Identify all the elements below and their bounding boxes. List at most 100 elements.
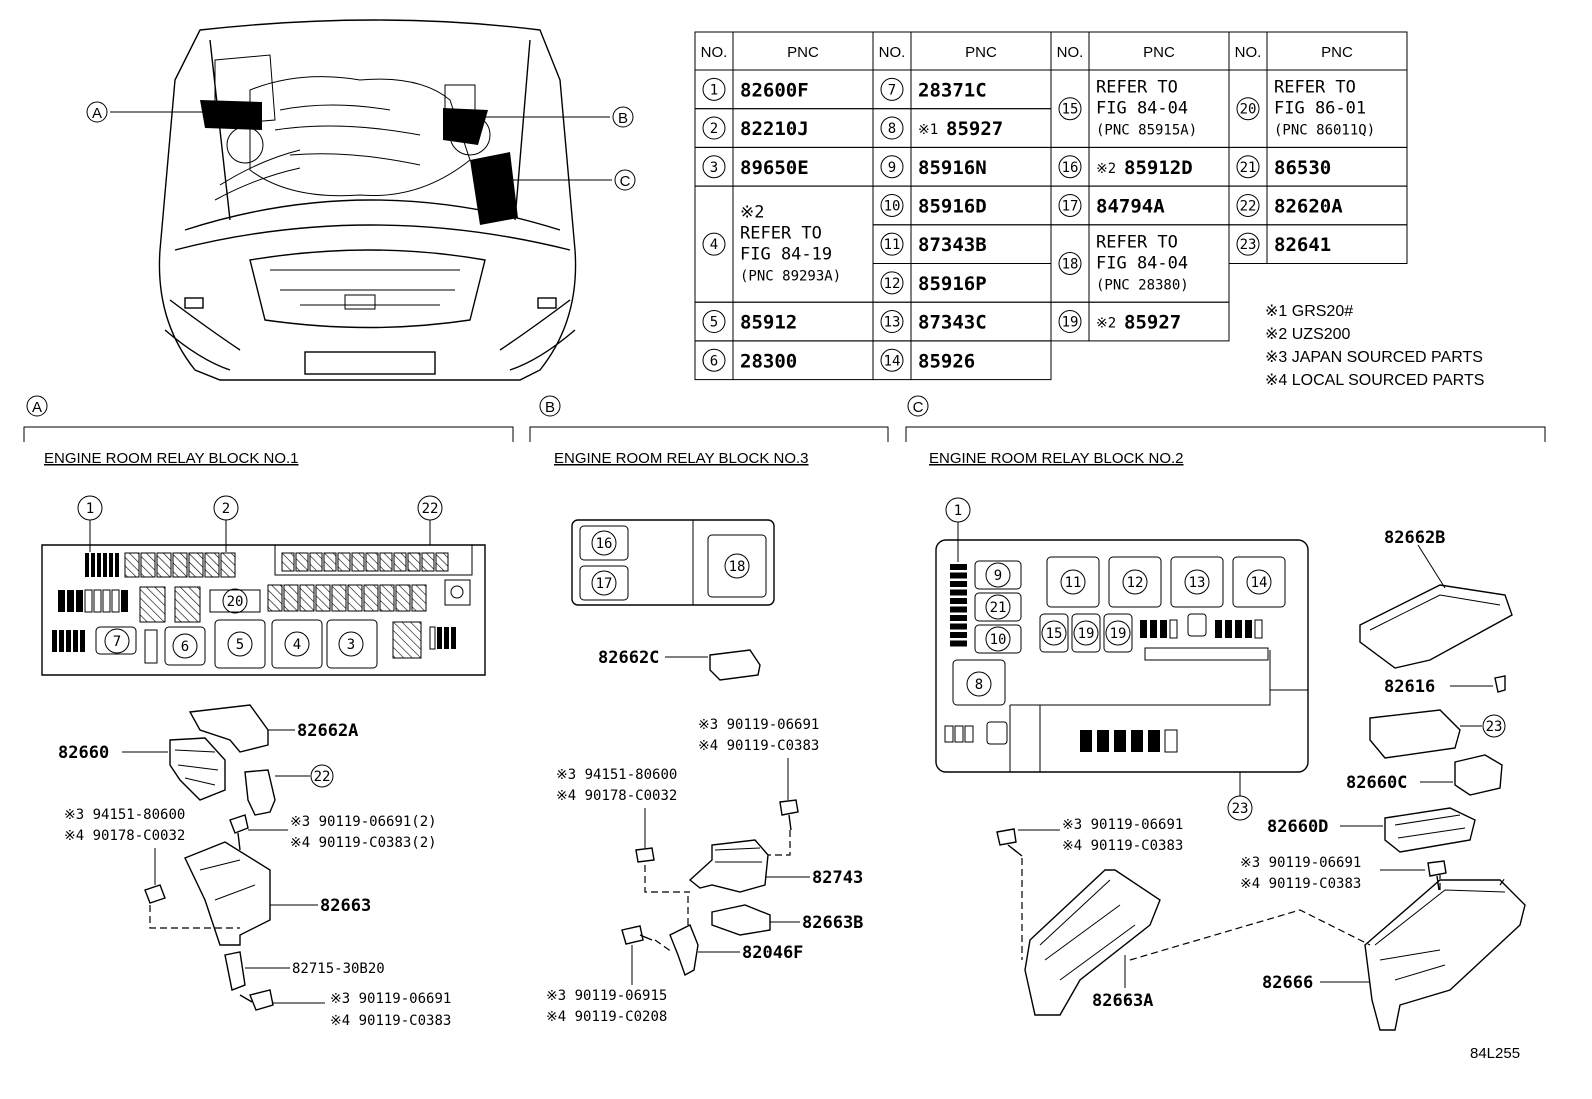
slot-c-19: 19 [1110,626,1127,642]
table-no-circle [1236,232,1260,256]
slot-a-circle [227,631,253,657]
part-c-bolt2-1: ※3 90119-06691 [1240,855,1361,871]
block-82743-shape [688,839,769,893]
holder-82660c-shape [1454,754,1503,796]
table-no-circle [1236,193,1260,217]
table-no-9: 9 [888,160,896,176]
table-no-5: 5 [710,315,718,331]
table-no-11: 11 [884,237,901,253]
slot-b-18: 18 [729,559,746,575]
relay-block-3-parts: 82662C ※3 90119-06691 ※4 90119-C0383 ※3 … [546,648,863,1025]
part-82662a: 82662A [297,721,358,741]
slot-c-circle [985,594,1011,620]
table-no-7: 7 [888,82,896,98]
slot-c-circle [1060,569,1086,595]
table-pnc-13: 87343C [918,312,987,334]
part-a-bolt-1: ※3 90119-06691(2) [290,814,437,830]
part-b-bolt2-2: ※4 90119-C0208 [546,1009,667,1025]
relay-block-1-parts: 82662A 82660 22 ※3 94151-80600 ※4 90178-… [58,704,451,1029]
slot-c-11: 11 [1065,575,1082,591]
part-a-bolt-2: ※4 90119-C0383(2) [290,835,437,851]
part-82662b: 82662B [1384,528,1445,548]
table-no-circle [880,193,904,217]
section-c-letter: C [913,399,924,416]
nut-a-shape [144,884,166,904]
bolt-a2-shape [239,989,274,1011]
table-no-4: 4 [710,237,718,253]
table-no-circle [1058,310,1082,334]
table-no-17: 17 [1062,198,1079,214]
part-82666: 82666 [1262,973,1313,993]
table-pnc-ref-18: REFER TO [1096,233,1178,253]
section-a-title: ENGINE ROOM RELAY BLOCK NO.1 [44,450,299,467]
holder-82660d-shape [1384,807,1476,853]
part-a-nut-2: ※4 90178-C0032 [64,828,185,844]
table-no-6: 6 [710,353,718,369]
table-pnc-9: 85916N [918,157,987,179]
table-no-13: 13 [884,315,901,331]
slot-a-2: 2 [222,501,230,517]
bolt-b2-shape [621,925,653,945]
table-pnc-3: 89650E [740,157,809,179]
relay-23-shape [1369,709,1461,759]
box-82666-shape [1364,879,1526,1031]
holder-82660-shape [169,737,226,801]
note-4: ※4 LOCAL SOURCED PARTS [1265,372,1484,389]
part-c-bolt2-2: ※4 90119-C0383 [1240,876,1361,892]
part-82046f: 82046F [742,943,803,963]
part-c-bolt-1: ※3 90119-06691 [1062,817,1183,833]
callout-b-circle [612,106,634,128]
table-no-circle [880,310,904,334]
slot-c-circle [1184,569,1210,595]
figure-id: 84L255 [1470,1045,1520,1062]
table-pnc-1: 82600F [740,79,809,101]
part-82743: 82743 [812,868,863,888]
slot-a-circle [172,633,198,659]
table-pnc-17: 84794A [1096,195,1165,217]
slot-b-16: 16 [596,536,613,552]
table-no-12: 12 [884,276,901,292]
slot-a-20: 20 [227,594,244,610]
part-b-bolt-1: ※3 90119-06691 [698,717,819,733]
callout-c-circle [614,169,636,191]
notes: ※1 GRS20# ※2 UZS200 ※3 JAPAN SOURCED PAR… [1265,303,1484,389]
table-pnc-ref-20: (PNC 86011Q) [1274,123,1375,139]
table-no-circle [880,155,904,179]
note-3: ※3 JAPAN SOURCED PARTS [1265,349,1483,366]
table-pnc-23: 82641 [1274,234,1331,256]
callout-b: B [618,110,628,127]
fuse-22-shape [244,769,276,816]
part-b-nut-1: ※3 94151-80600 [556,767,677,783]
table-no-23: 23 [1240,237,1257,253]
table-pnc-16: 85912D [1124,157,1193,179]
table-header-no: NO. [879,44,906,61]
part-82660c: 82660C [1346,773,1407,793]
table-pnc-ref-15: REFER TO [1096,78,1178,98]
car-engine-bay-illustration: A B C [86,19,636,381]
cover-82662b-shape [1359,584,1513,669]
bolt-b-shape [779,799,799,831]
table-no-circle [880,116,904,140]
slot-a-circle [338,631,364,657]
table-no-8: 8 [888,121,896,137]
slot-a-22: 22 [422,501,439,517]
section-headers: A B C ENGINE ROOM RELAY BLOCK NO.1 ENGIN… [23,395,1546,467]
part-82616: 82616 [1384,677,1435,697]
slot-c-circle [1105,620,1131,646]
part-82660d: 82660D [1267,817,1328,837]
slot-c-10: 10 [990,632,1007,648]
slot-c-12: 12 [1127,575,1144,591]
table-pnc-5: 85912 [740,312,797,334]
table-no-circle [702,310,726,334]
slot-c-23: 23 [1232,801,1249,817]
table-header-pnc: PNC [1143,44,1175,61]
table-no-circle [702,77,726,101]
slot-a-1: 1 [86,501,94,517]
table-pnc-cell [1266,224,1408,265]
clamp-shape [224,951,246,991]
table-no-circle [880,271,904,295]
table-no-18: 18 [1062,257,1079,273]
section-b-letter: B [545,399,555,416]
slot-c-13: 13 [1189,575,1206,591]
